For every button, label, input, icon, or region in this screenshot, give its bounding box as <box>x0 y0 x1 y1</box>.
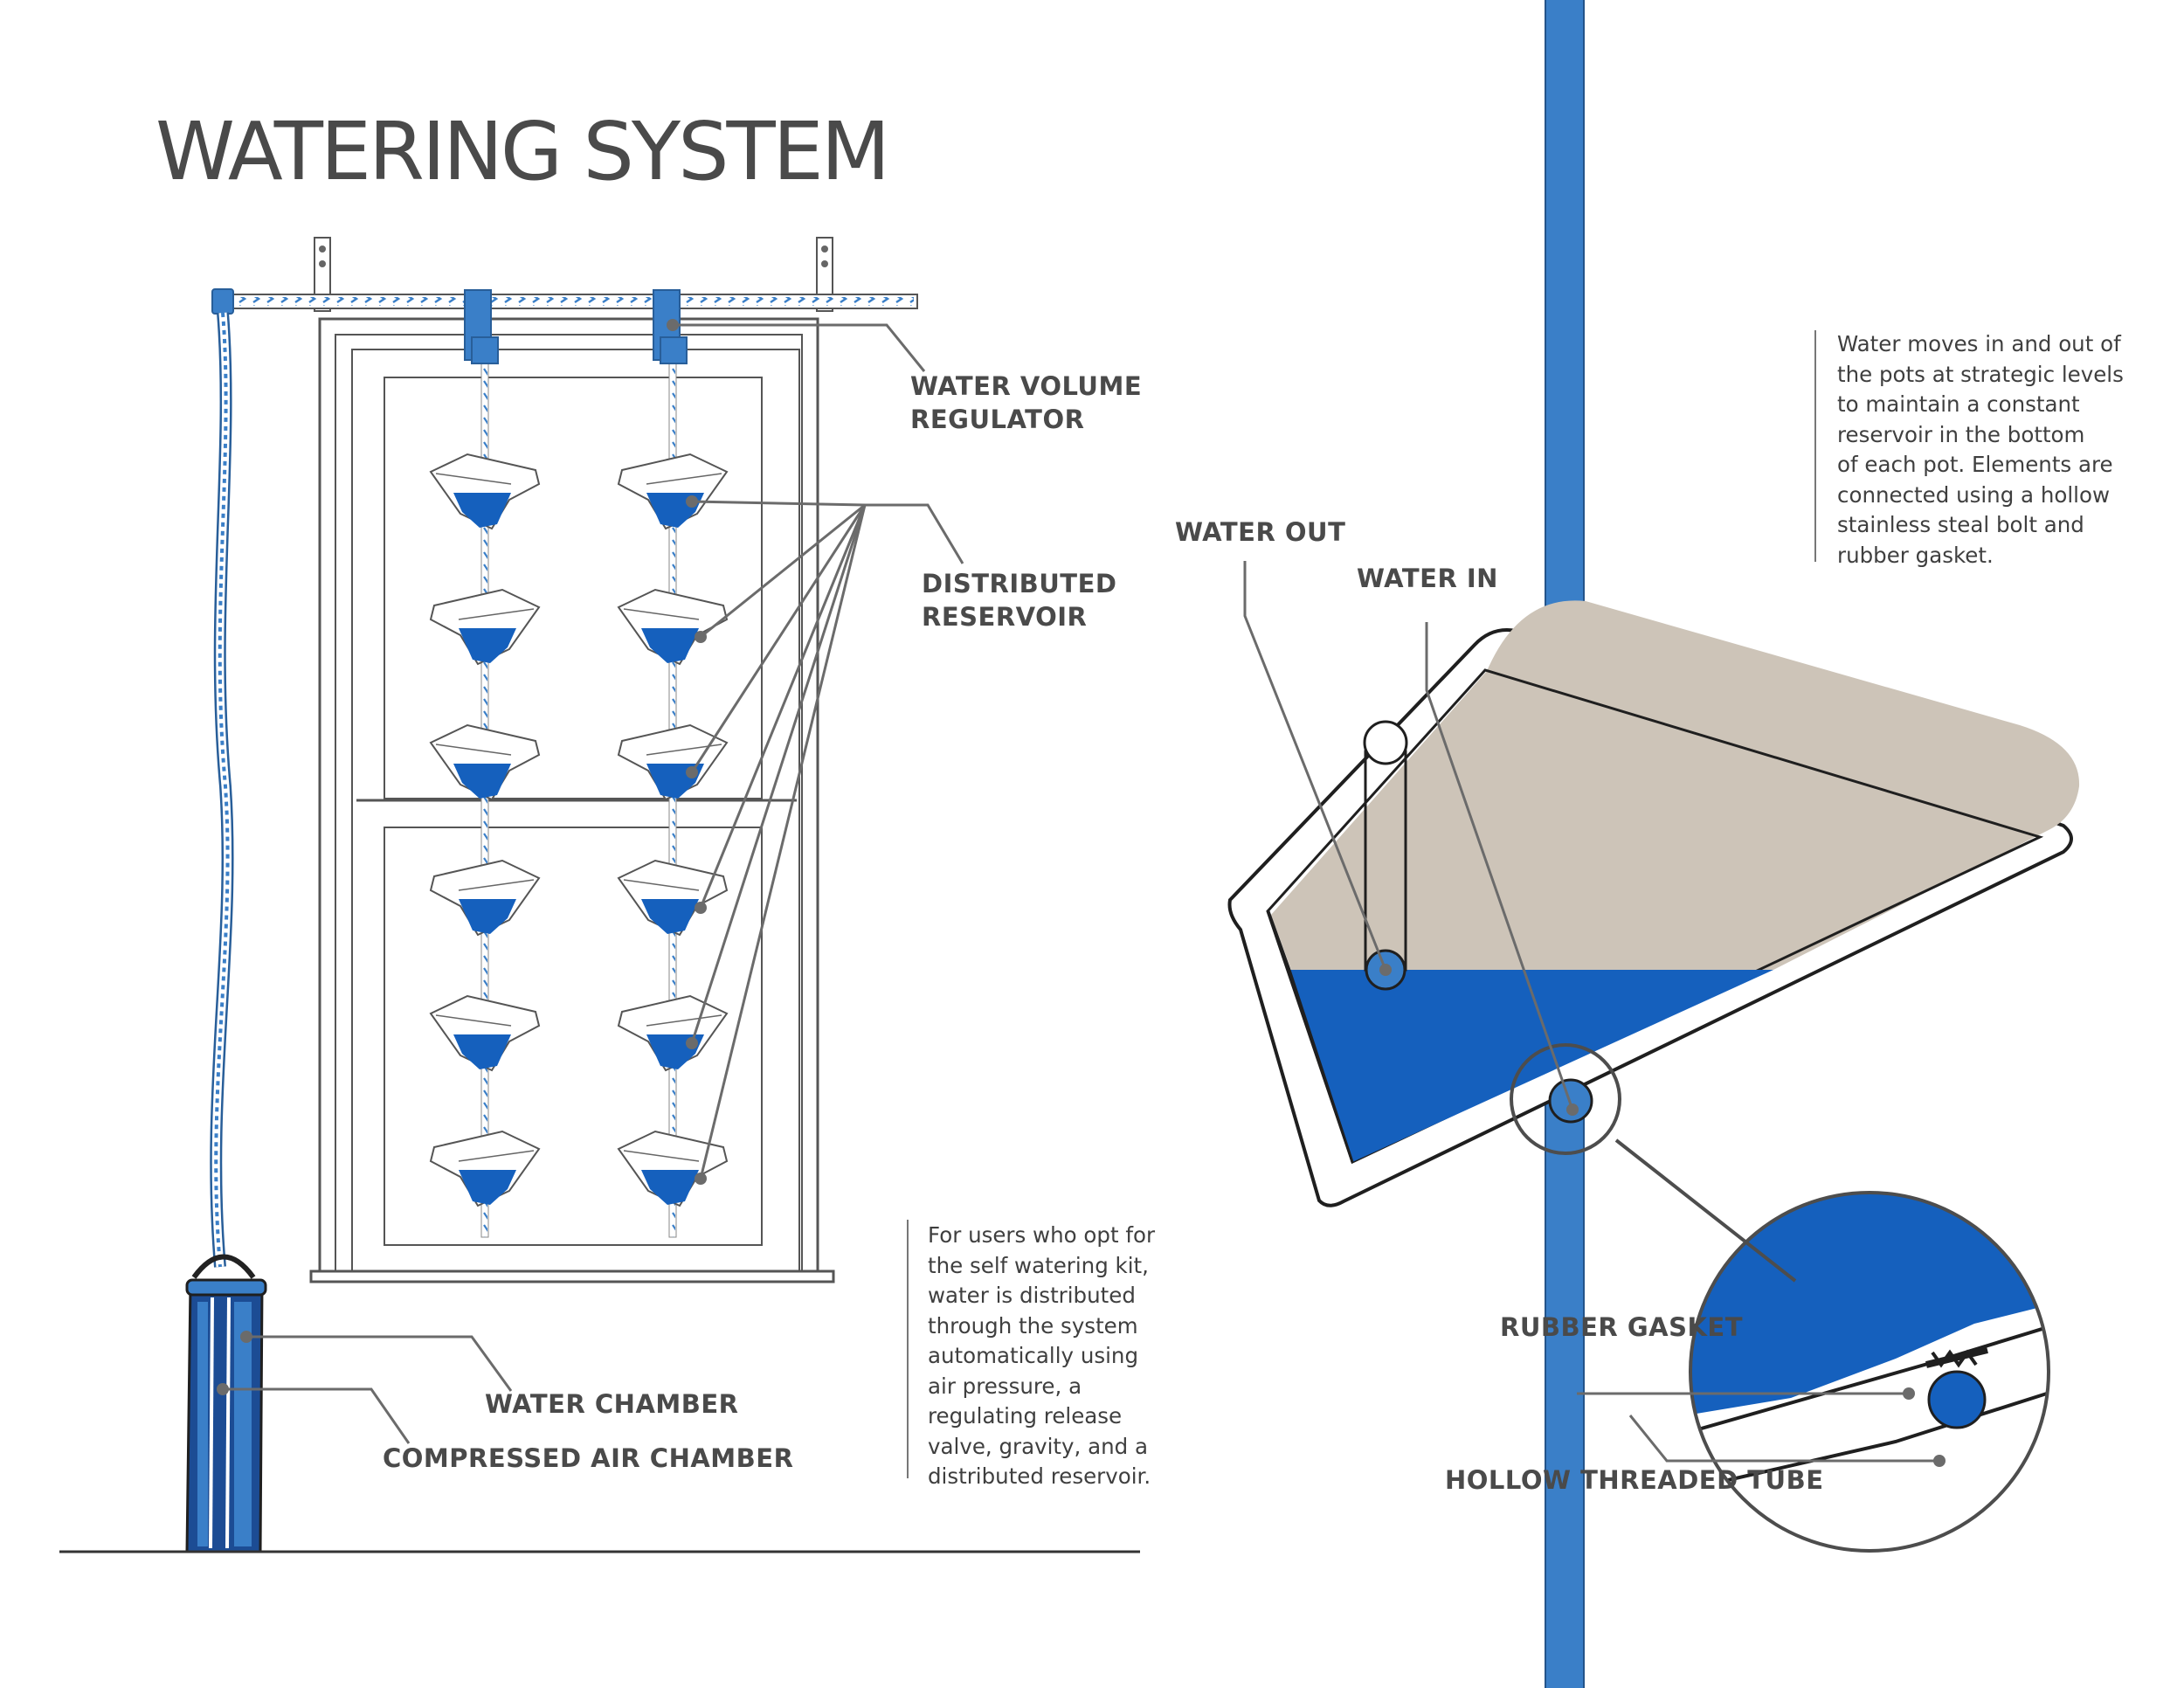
garden-column-chevrons <box>482 363 487 1237</box>
reservoir-leader-dot <box>686 495 698 508</box>
planter-pot <box>429 994 541 1072</box>
planter-pot <box>617 723 729 801</box>
planter-pot <box>617 588 729 666</box>
reservoir-leader <box>699 504 867 909</box>
reservoir-leader <box>690 504 867 1044</box>
reservoir-leader-dot <box>695 1173 707 1185</box>
detail-callout-circle <box>1510 1043 1621 1155</box>
planter-pot <box>429 453 541 530</box>
reservoir-leader-dot <box>695 902 707 914</box>
reservoir-leader <box>690 504 867 773</box>
garden-column-chevrons <box>670 363 675 1237</box>
supply-hose <box>210 312 234 1268</box>
reservoir-leader <box>700 503 866 639</box>
label-hollow-threaded-tube: HOLLOW THREADED TUBE <box>1445 1465 1824 1495</box>
leader-lines-left <box>223 323 964 1444</box>
planter-pot <box>429 723 541 801</box>
label-water-volume-regulator: WATER VOLUME REGULATOR <box>910 371 1143 434</box>
reservoir-leader <box>691 500 866 507</box>
label-compressed-air-chamber: COMPRESSED AIR CHAMBER <box>383 1443 794 1473</box>
water-tank <box>185 1254 267 1553</box>
label-water-out: WATER OUT <box>1175 517 1346 547</box>
supply-rail <box>211 288 918 315</box>
leader-dots-right <box>1379 964 1946 1467</box>
planter-pot <box>617 859 729 937</box>
leader-lines-right <box>1243 561 1939 1463</box>
reservoir-leader-dot <box>686 1037 698 1049</box>
planter-pot <box>617 994 729 1072</box>
label-water-chamber: WATER CHAMBER <box>485 1389 739 1419</box>
planter-pot <box>429 588 541 666</box>
planter-pot <box>617 1130 729 1207</box>
reservoir-leader-dot <box>686 766 698 778</box>
leader-dots-left <box>217 319 679 1395</box>
pot-section <box>1227 600 2080 1207</box>
label-rubber-gasket: RUBBER GASKET <box>1500 1312 1744 1342</box>
rail-brackets <box>314 237 833 312</box>
planter-pot <box>617 453 729 530</box>
window-garden <box>429 363 729 1238</box>
zoom-detail <box>1614 1138 2050 1553</box>
note-self-watering: For users who opt for the self watering … <box>928 1222 1156 1489</box>
planter-pot <box>429 1130 541 1207</box>
window-frame <box>309 317 835 1283</box>
note-water-levels: Water moves in and out of the pots at st… <box>1837 331 2124 568</box>
planter-pot <box>429 859 541 937</box>
reservoir-leader-dot <box>695 631 707 643</box>
page-title: WATERING SYSTEM <box>156 105 890 198</box>
label-water-in: WATER IN <box>1357 564 1498 593</box>
distributed-reservoir-leaders <box>686 495 867 1185</box>
label-distributed-reservoir: DISTRIBUTED RESERVOIR <box>922 569 1117 632</box>
reservoir-leader <box>699 504 867 1180</box>
